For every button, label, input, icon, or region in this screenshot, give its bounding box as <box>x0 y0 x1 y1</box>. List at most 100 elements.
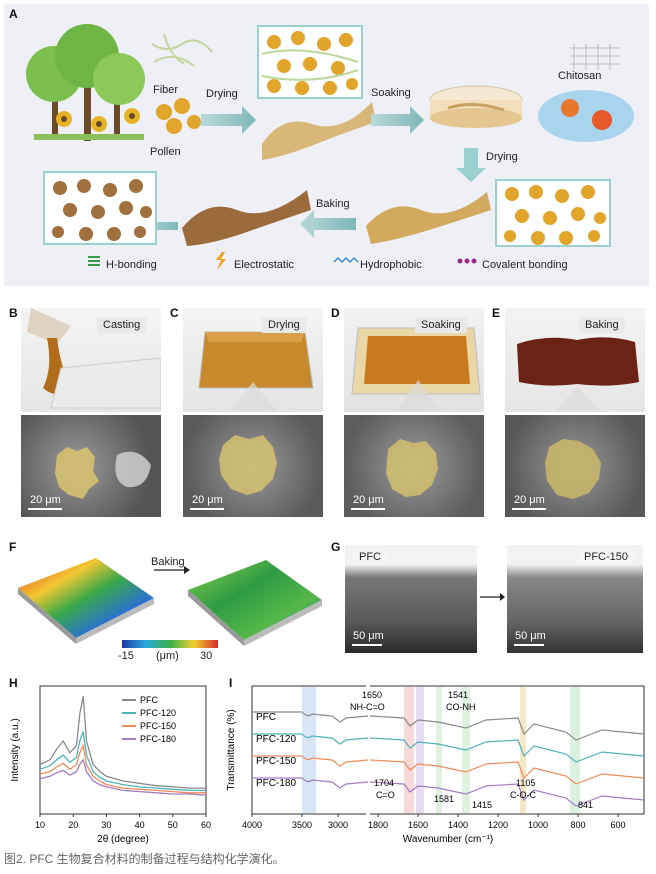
ftir-series-2 <box>252 733 645 763</box>
legend-hbond: H-bonding <box>106 259 157 271</box>
tag-soaking: Soaking <box>415 317 467 333</box>
schematic-drawing <box>26 24 634 270</box>
chitosan-label: Chitosan <box>558 70 602 82</box>
ftir-series-1 <box>252 711 645 741</box>
xrd-tick-label-2: 30 <box>101 820 111 830</box>
ann-1541: 1541 <box>448 690 468 700</box>
g-scale-1: 50 μm <box>353 630 384 642</box>
panel-label-f: F <box>9 540 17 554</box>
xrd-series-3 <box>39 743 206 794</box>
g-scalebar-1 <box>352 644 382 646</box>
baking-label: Baking <box>316 198 350 210</box>
scalebar-b <box>28 508 62 510</box>
ftir-xlabel: Wavenumber (cm⁻¹) <box>403 834 493 845</box>
ftir-tick-label-8: 800 <box>570 820 585 830</box>
figure-caption: 图2. PFC 生物复合材料的制备过程与结构化学演化。 <box>4 852 285 866</box>
panel-label-i: I <box>229 676 233 690</box>
xrd-series-1 <box>39 696 206 789</box>
sem-casting <box>21 415 161 517</box>
sem-baking <box>505 415 645 517</box>
xrd-legend-label-4: PFC-180 <box>140 734 176 744</box>
ann-nhco: NH-C=O <box>350 702 385 712</box>
panel-label-a: A <box>9 7 18 21</box>
xrd-tick-label-0: 10 <box>35 820 45 830</box>
cb-unit: (μm) <box>156 650 179 662</box>
xrd-tick-label-5: 60 <box>201 820 211 830</box>
ftir-tick-label-0: 4000 <box>242 820 262 830</box>
ftir-series-label-1: PFC <box>256 712 276 723</box>
scalebar-c <box>190 508 224 510</box>
g-tag-pfc150: PFC-150 <box>578 549 635 565</box>
ann-1415: 1415 <box>472 800 492 810</box>
panel-label-c: C <box>170 306 179 320</box>
xrd-legend-label-2: PFC-120 <box>140 708 176 718</box>
tag-drying: Drying <box>262 317 306 333</box>
xrd-legend-label-3: PFC-150 <box>140 721 176 731</box>
ftir-tick-label-9: 600 <box>610 820 625 830</box>
g-scale-2: 50 μm <box>515 630 546 642</box>
ftir-tick-label-4: 1600 <box>408 820 428 830</box>
soaking-photo <box>344 308 484 412</box>
hydrophobic-icon <box>333 256 359 264</box>
scale-b: 20 μm <box>30 494 61 506</box>
ftir-tick-label-7: 1000 <box>528 820 548 830</box>
drying-label-2: Drying <box>486 151 518 163</box>
ann-coNH: CO-NH <box>446 702 476 712</box>
scale-e: 20 μm <box>514 494 545 506</box>
scale-c: 20 μm <box>192 494 223 506</box>
surface-maps <box>18 558 322 648</box>
tag-casting: Casting <box>97 317 147 333</box>
pollen-label: Pollen <box>150 146 181 158</box>
tag-baking: Baking <box>579 317 625 333</box>
xrd-tick-label-4: 50 <box>168 820 178 830</box>
covalent-icon <box>457 258 477 264</box>
sem-soaking <box>344 415 484 517</box>
sem-drying <box>183 415 323 517</box>
ftir-tick-label-5: 1400 <box>448 820 468 830</box>
xrd-tick-label-3: 40 <box>135 820 145 830</box>
scalebar-e <box>512 508 546 510</box>
g-arrow-icon <box>480 593 505 601</box>
cb-max: 30 <box>200 650 213 662</box>
xrd-tick-label-1: 20 <box>68 820 78 830</box>
xrd-xlabel: 2θ (degree) <box>97 834 149 845</box>
g-scalebar-2 <box>514 644 544 646</box>
cb-min: -15 <box>118 650 134 662</box>
scalebar-d <box>351 508 385 510</box>
xrd-series-2 <box>39 731 206 792</box>
soaking-label: Soaking <box>371 87 411 99</box>
legend-hydrophobic: Hydrophobic <box>360 259 422 271</box>
ftir-tick-label-2: 3000 <box>328 820 348 830</box>
ftir-series-3 <box>252 755 645 785</box>
xrd-ylabel: Intensity (a.u.) <box>10 718 21 781</box>
ftir-series-label-2: PFC-120 <box>256 734 296 745</box>
xrd-legend-label-1: PFC <box>140 695 159 705</box>
ann-1650: 1650 <box>362 690 382 700</box>
ftir-series-4 <box>252 777 645 807</box>
ann-1581: 1581 <box>434 794 454 804</box>
g-tag-pfc: PFC <box>353 549 387 565</box>
f-baking-label: Baking <box>151 556 185 568</box>
ftir-series-label-4: PFC-180 <box>256 778 296 789</box>
ann-1704: 1704 <box>374 778 394 788</box>
tree-illustration <box>26 24 145 141</box>
xrd-frame <box>39 685 207 815</box>
electrostatic-icon <box>216 252 226 270</box>
ftir-tick-label-6: 1200 <box>488 820 508 830</box>
panel-label-d: D <box>331 306 340 320</box>
ann-co: C=O <box>376 790 395 800</box>
fiber-label: Fiber <box>153 84 179 96</box>
panel-label-g: G <box>331 540 341 554</box>
drying-label-1: Drying <box>206 88 238 100</box>
panel-label-h: H <box>9 676 18 690</box>
ftir-ylabel: Transmittance (%) <box>226 709 237 790</box>
ftir-tick-label-3: 1800 <box>368 820 388 830</box>
panel-label-b: B <box>9 306 18 320</box>
panel-label-e: E <box>492 306 501 320</box>
legend-covalent: Covalent bonding <box>482 259 568 271</box>
xrd-series-4 <box>39 758 207 796</box>
ann-1105: 1105 <box>516 778 535 788</box>
ann-841: 841 <box>578 800 593 810</box>
